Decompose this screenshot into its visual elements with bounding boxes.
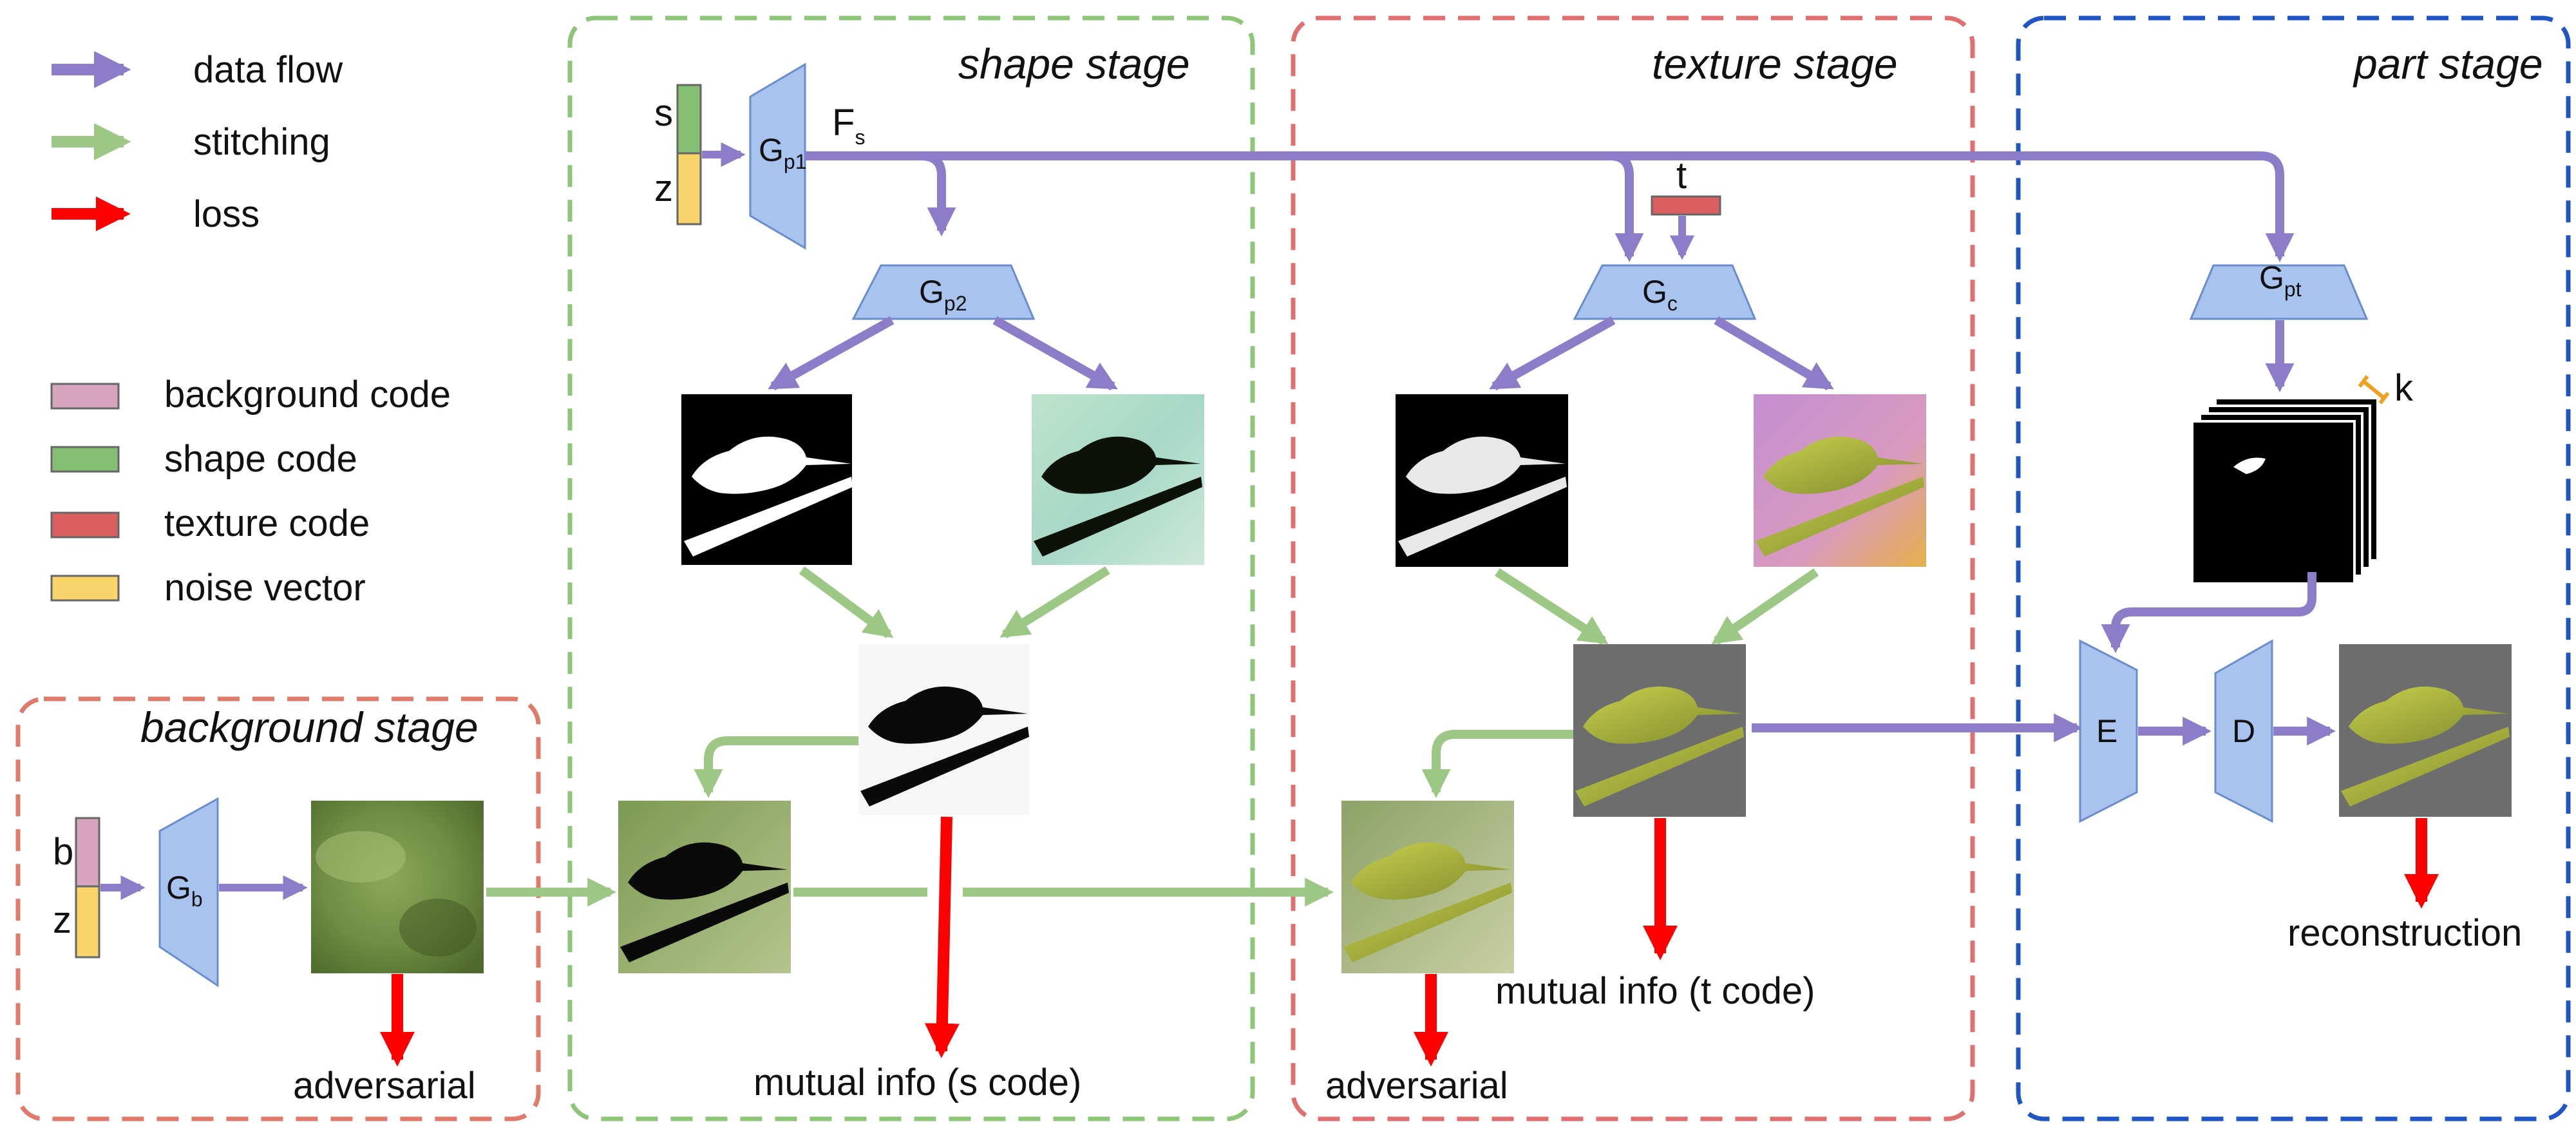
- gpt-generator: [2189, 264, 2369, 320]
- legend-noise-vector-swatch: [50, 575, 120, 602]
- legend-noise-vector-label: noise vector: [164, 567, 366, 609]
- silhouette-to-shape-composite-stitch: [694, 736, 858, 798]
- adversarial-loss-label-texture: adversarial: [1325, 1065, 1508, 1107]
- encoder-label: E: [2096, 713, 2117, 749]
- texture-code-vector: [1651, 195, 1721, 216]
- background-code-vector: [75, 817, 100, 959]
- texture-stage-title: texture stage: [1652, 40, 1898, 88]
- gb-generator: [158, 797, 219, 987]
- shape-foreground-image: [1032, 394, 1204, 565]
- fs-to-gp2-arrow: [920, 151, 956, 236]
- legend-background-code-swatch: [50, 383, 120, 410]
- part-masks-stack: [2191, 397, 2379, 585]
- gc-to-texture-foreground-arrow: [1714, 316, 1834, 391]
- encoder: [2079, 639, 2138, 823]
- shape-composite-image: [618, 801, 791, 973]
- shape-code-vector: [676, 84, 702, 225]
- legend-texture-code-swatch: [50, 511, 120, 539]
- reconstruction-loss-label: reconstruction: [2287, 912, 2522, 954]
- legend-background-code-label: background code: [164, 374, 451, 415]
- gb-label: Gb: [166, 870, 203, 911]
- part-count-bracket: [2358, 375, 2390, 405]
- legend-shape-code-label: shape code: [164, 438, 357, 480]
- silhouette-to-mutual-info-s-loss: [924, 816, 960, 1058]
- gp2-to-mask-arrow: [768, 316, 895, 391]
- texture-mask-to-bird-stitch: [1495, 568, 1609, 645]
- gc-label: Gc: [1642, 274, 1678, 315]
- textured-bird-image: [1573, 644, 1746, 817]
- legend-shape-code-swatch: [50, 446, 120, 473]
- mask-to-silhouette-stitch: [799, 566, 894, 638]
- texture-foreground-to-bird-stitch: [1711, 568, 1819, 645]
- s-code-label: s: [654, 92, 673, 134]
- texture-mask-image: [1396, 394, 1568, 567]
- z-code-label-shape: z: [654, 167, 673, 209]
- gp1-label: Gp1: [759, 132, 807, 173]
- gp2-generator: [851, 264, 1036, 320]
- fs-data-flow-line: [805, 151, 2295, 262]
- part-stage-border: [2016, 15, 2571, 1121]
- legend-texture-code-label: texture code: [164, 502, 370, 544]
- z-code-label-background: z: [53, 899, 71, 941]
- gpt-label: Gpt: [2259, 260, 2302, 301]
- decoder-label: D: [2232, 713, 2255, 749]
- fs-label: Fs: [832, 102, 865, 149]
- legend: data flow stitching loss background code…: [50, 49, 451, 609]
- shape-stage-title: shape stage: [958, 40, 1190, 88]
- decoder: [2214, 639, 2273, 823]
- gp2-label: Gp2: [919, 274, 967, 315]
- final-composite-image: [1341, 801, 1514, 973]
- mutual-info-s-loss-label: mutual info (s code): [753, 1062, 1081, 1103]
- legend-data-flow-label: data flow: [193, 49, 343, 91]
- gp2-to-foreground-arrow: [992, 316, 1118, 391]
- texture-foreground-image: [1754, 394, 1926, 567]
- foreground-to-silhouette-stitch: [999, 566, 1110, 638]
- t-code-label: t: [1676, 155, 1687, 196]
- background-stage-border: [15, 696, 541, 1121]
- background-stage-title: background stage: [140, 703, 478, 751]
- adversarial-loss-label-background: adversarial: [293, 1065, 476, 1107]
- b-code-label: b: [53, 831, 73, 873]
- textured-bird-to-final-composite-stitch: [1421, 730, 1573, 798]
- gp1-generator: [749, 62, 806, 250]
- reconstructed-image: [2339, 644, 2512, 817]
- fs-to-gc-arrow: [1609, 151, 1644, 262]
- texture-stage-border: [1291, 15, 1975, 1121]
- legend-loss-label: loss: [193, 193, 260, 235]
- shape-mask-image: [681, 394, 853, 565]
- mutual-info-t-loss-label: mutual info (t code): [1495, 970, 1815, 1012]
- generated-background-image: [311, 801, 484, 973]
- gc-to-texture-mask-arrow: [1489, 316, 1616, 391]
- part-masks-to-encoder-arrow: [2101, 572, 2316, 653]
- shape-stage-border: [567, 15, 1255, 1121]
- stitched-silhouette-image: [858, 644, 1029, 815]
- k-parts-label: k: [2394, 367, 2414, 409]
- legend-stitching-label: stitching: [193, 121, 330, 163]
- gc-generator: [1573, 264, 1757, 320]
- part-stage-title: part stage: [2353, 40, 2543, 88]
